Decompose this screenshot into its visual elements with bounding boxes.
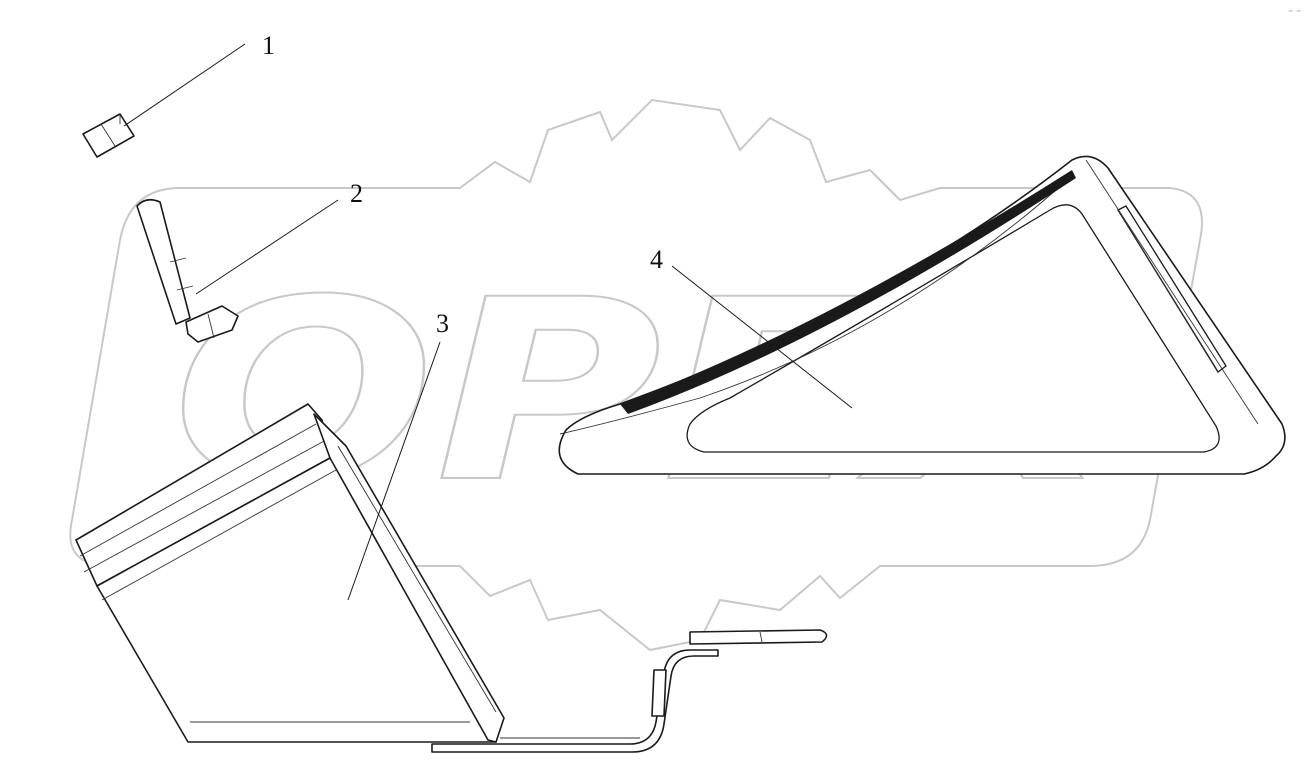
callout-3: 3 bbox=[436, 309, 449, 338]
leader-line-1 bbox=[123, 43, 246, 127]
callout-1: 1 bbox=[262, 31, 275, 60]
watermark-gear-outline bbox=[69, 98, 1203, 652]
leader-line-2 bbox=[195, 199, 339, 295]
corner-mark: ⁻ ⁻ bbox=[1288, 8, 1301, 19]
part-3-bracket bbox=[75, 403, 828, 753]
part-4-triangle-guard bbox=[558, 155, 1286, 475]
part-2-bolt bbox=[136, 198, 239, 343]
leader-line-4 bbox=[671, 265, 853, 409]
part-1-nut bbox=[82, 113, 135, 158]
callout-4: 4 bbox=[650, 245, 663, 274]
leader-line-3 bbox=[347, 341, 441, 601]
callout-2: 2 bbox=[350, 179, 363, 208]
